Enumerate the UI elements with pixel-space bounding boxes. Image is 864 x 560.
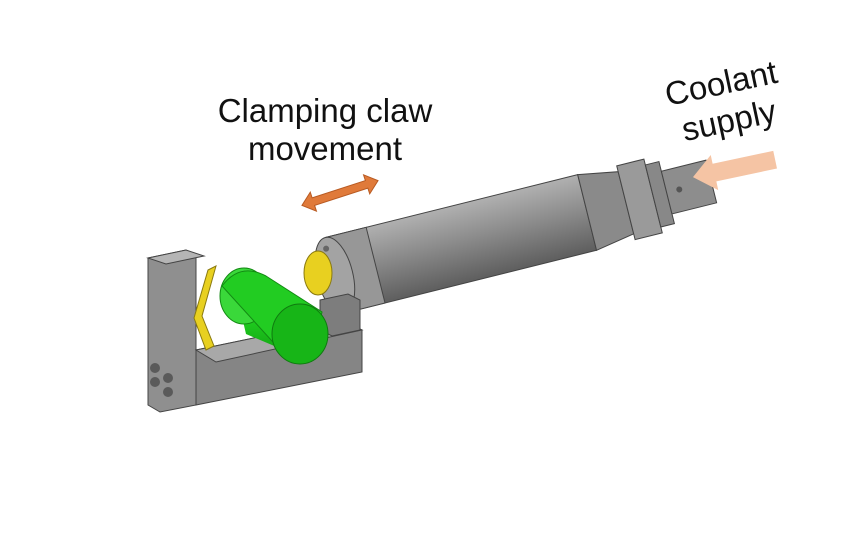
frame-hole-1 xyxy=(150,363,160,373)
frame-hole-2 xyxy=(150,377,160,387)
frame-hole-4 xyxy=(163,387,173,397)
workpiece xyxy=(219,267,329,365)
frame-upright xyxy=(147,249,197,413)
front-screw-top xyxy=(323,245,330,252)
tool-body xyxy=(314,158,718,314)
frame-upright-top xyxy=(146,249,206,265)
clamping-claw-label: Clamping claw movement xyxy=(200,92,450,168)
workpiece-front xyxy=(271,303,329,365)
coolant-arrow xyxy=(692,150,777,191)
jaw-yellow xyxy=(193,265,217,351)
piston-yellow xyxy=(303,250,333,296)
frame-hole-3 xyxy=(163,373,173,383)
clamping-label-line1: Clamping claw xyxy=(217,92,433,129)
clamping-arrow xyxy=(301,173,379,213)
clamping-label-line2: movement xyxy=(247,130,403,167)
holder-hole xyxy=(676,186,683,193)
